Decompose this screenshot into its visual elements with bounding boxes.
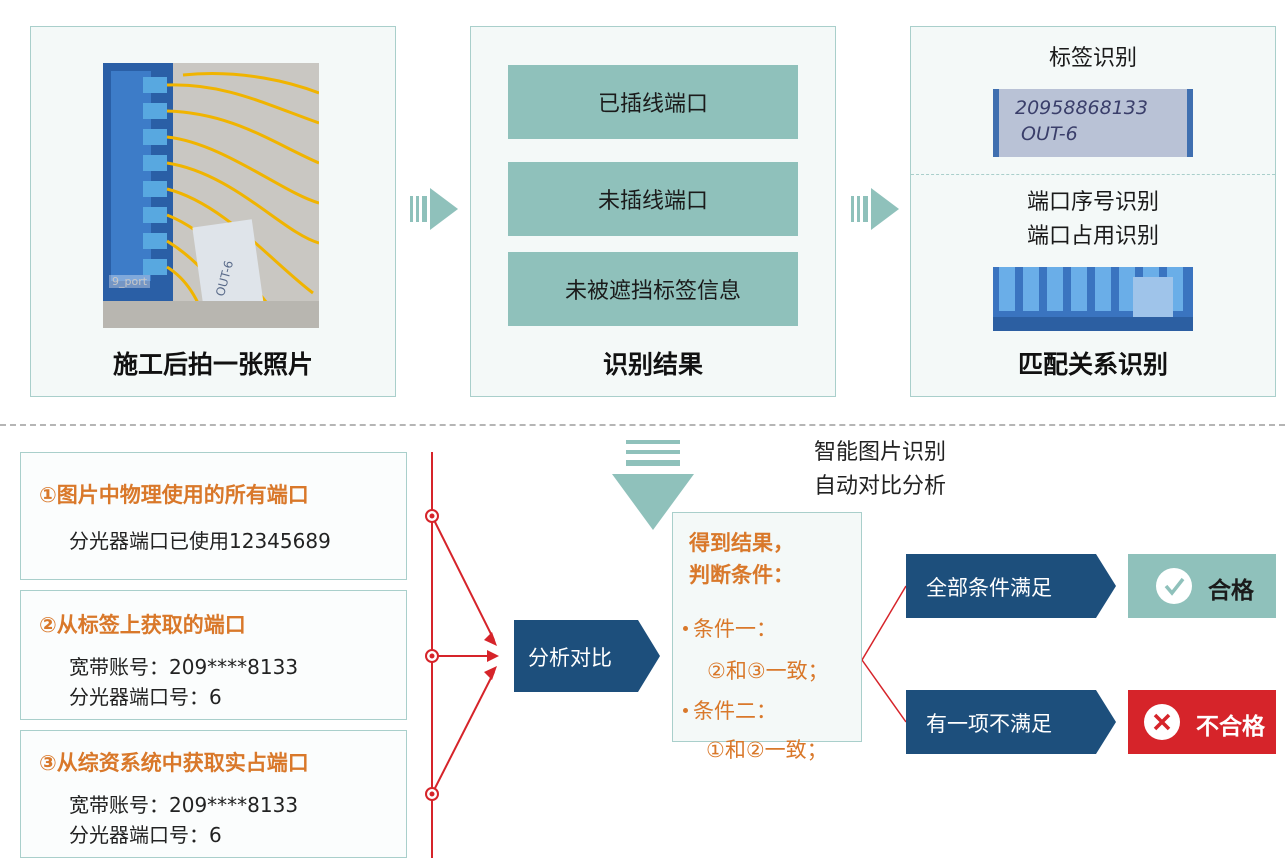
cond2-title: 条件二： [693, 699, 777, 723]
port-use-caption: 端口占用识别 [1026, 224, 1159, 249]
result-item-plugged: 已插线端口 [508, 65, 798, 139]
card2-line1: 宽带账号：209****8133 [69, 655, 299, 679]
result-heading-2: 判断条件： [689, 563, 794, 587]
analysis-arrow-shape [514, 620, 660, 692]
matching-panel: 标签识别 20958868133 OUT-6 端口序号识别 端口占用识别 匹配关… [910, 26, 1276, 397]
label-recognition-caption: 标签识别 [1048, 46, 1137, 71]
card2-heading: ②从标签上获取的端口 [39, 613, 246, 637]
process-line-2: 自动对比分析 [814, 474, 947, 499]
result-item-label-info: 未被遮挡标签信息 [508, 252, 798, 326]
section-divider [0, 424, 1285, 426]
cond1-body: ②和③一致； [707, 659, 829, 683]
arrow-right-icon-2 [851, 188, 899, 230]
panel-divider [911, 174, 1275, 175]
all-met-label: 全部条件满足 [926, 576, 1052, 600]
panel-title-matching: 匹配关系识别 [1017, 350, 1168, 379]
card3-heading: ③从综资系统中获取实占端口 [39, 751, 309, 775]
result-heading-1: 得到结果， [689, 531, 794, 555]
panel-title-result: 识别结果 [602, 350, 703, 379]
result-conditions-panel: 得到结果， 判断条件： 条件一： ②和③一致； 条件二： [672, 512, 862, 742]
card1-line1: 分光器端口已使用12345689 [69, 529, 331, 553]
label-photo: 20958868133 OUT-6 [993, 89, 1193, 157]
card-physical-ports: ①图片中物理使用的所有端口 分光器端口已使用12345689 [20, 452, 407, 580]
label-text-out: OUT-6 [1021, 123, 1078, 145]
label-text-number: 20958868133 [1015, 97, 1148, 119]
bullet-dot [683, 626, 688, 631]
arrow-right-icon [410, 188, 458, 230]
card-label-ports: ②从标签上获取的端口 宽带账号：209****8133 分光器端口号：6 [20, 590, 407, 720]
port-seq-caption: 端口序号识别 [1026, 190, 1159, 215]
analysis-label: 分析对比 [528, 646, 612, 670]
fail-label: 不合格 [1196, 714, 1265, 740]
fiber-photo: OUT-6 9_port [103, 63, 319, 328]
check-icon [1156, 568, 1192, 604]
pass-box [1128, 554, 1276, 618]
photo-panel: OUT-6 9_port 施工后拍一张照片 [30, 26, 396, 397]
photo-watermark: 9_port [109, 275, 151, 288]
one-fail-shape [906, 690, 1116, 754]
card3-line2: 分光器端口号：6 [69, 823, 222, 847]
arrow-down-icon [612, 440, 694, 530]
card-system-ports: ③从综资系统中获取实占端口 宽带账号：209****8133 分光器端口号：6 [20, 730, 407, 858]
bullet-dot-2 [683, 708, 688, 713]
card2-line2: 分光器端口号：6 [69, 685, 222, 709]
recognition-result-panel: 已插线端口 未插线端口 未被遮挡标签信息 识别结果 [470, 26, 836, 397]
panel-title-photo: 施工后拍一张照片 [112, 350, 313, 379]
one-fail-label: 有一项不满足 [926, 712, 1052, 736]
all-met-shape [906, 554, 1116, 618]
card3-line1: 宽带账号：209****8133 [69, 793, 299, 817]
cond1-title: 条件一： [693, 617, 777, 641]
port-photo [993, 267, 1193, 331]
cond2-body: ①和②一致； [706, 738, 828, 762]
process-line-1: 智能图片识别 [814, 440, 947, 465]
pass-label: 合格 [1208, 578, 1254, 604]
result-item-unplugged: 未插线端口 [508, 162, 798, 236]
card1-heading: ①图片中物理使用的所有端口 [39, 483, 309, 507]
